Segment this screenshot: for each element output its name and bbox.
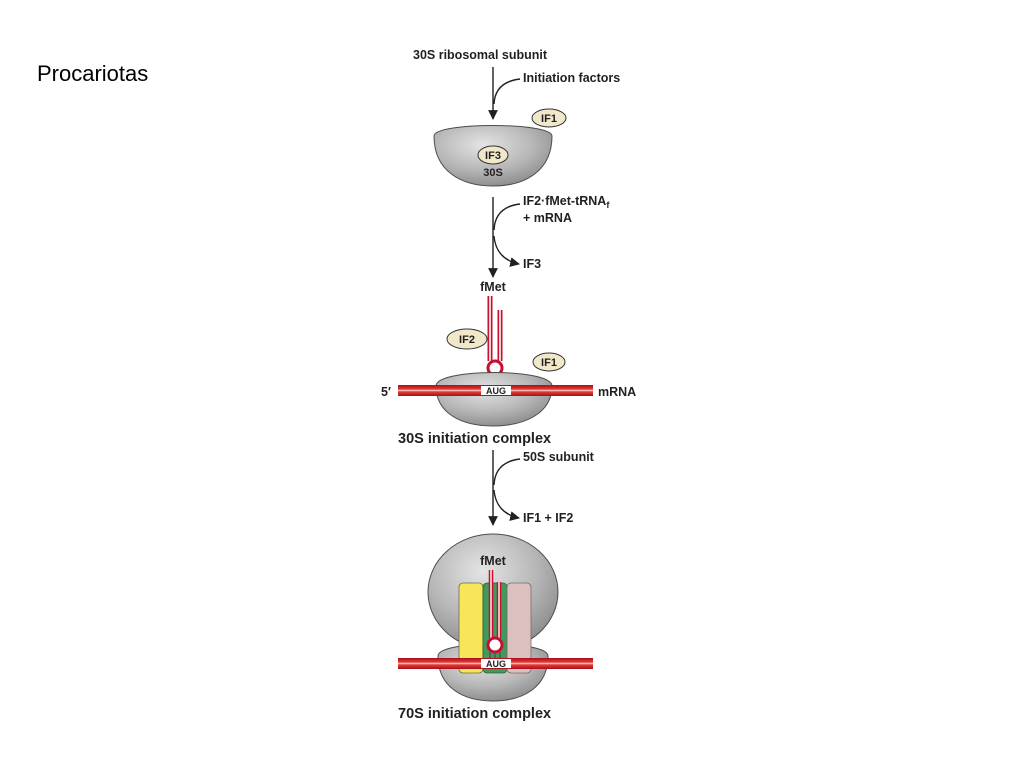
if1-oval — [531, 108, 567, 128]
if1-oval-complex — [532, 352, 566, 372]
subunit-30s-label: 30S — [483, 167, 503, 179]
if1-label: IF1 — [541, 113, 557, 125]
site-e-box — [506, 582, 532, 674]
complex-70s-caption: 70S initiation complex — [398, 706, 551, 722]
slide-title: Procariotas — [37, 61, 149, 86]
complex-30s-subunit-shape — [435, 372, 553, 427]
step2-released-label: IF3 — [523, 257, 541, 271]
initiator-trna-70s — [486, 570, 504, 659]
if3-oval — [477, 145, 509, 165]
step2-incoming-curve — [493, 203, 521, 231]
step3-released-label: IF1 + IF2 — [523, 511, 573, 525]
aug-codon-box-70s — [481, 659, 511, 668]
if2-oval — [446, 328, 488, 350]
step3-outgoing-curve — [493, 489, 520, 521]
step3-incoming-curve — [493, 458, 521, 486]
step2-added-line2: + mRNA — [523, 211, 572, 225]
five-prime-label: 5′ — [381, 385, 391, 399]
fmet-label-70s: fMet — [480, 554, 507, 568]
step1-incoming-curve — [493, 78, 521, 105]
step2-added-line1: IF2·fMet-tRNAf — [523, 194, 610, 210]
if1-label-complex: IF1 — [541, 357, 557, 369]
complex-30s-caption: 30S initiation complex — [398, 431, 551, 447]
if3-label: IF3 — [485, 150, 501, 162]
step3-added-label: 50S subunit — [523, 450, 595, 464]
aug-codon-label: AUG — [486, 386, 506, 396]
if2-label: IF2 — [459, 334, 475, 346]
start-label: 30S ribosomal subunit — [413, 48, 548, 62]
aug-codon-box — [481, 386, 511, 395]
step2-outgoing-curve — [493, 235, 520, 267]
aug-codon-label-70s: AUG — [486, 659, 506, 669]
step1-added-label: Initiation factors — [523, 71, 620, 85]
fmet-label: fMet — [480, 280, 507, 294]
mrna-label: mRNA — [598, 385, 636, 399]
